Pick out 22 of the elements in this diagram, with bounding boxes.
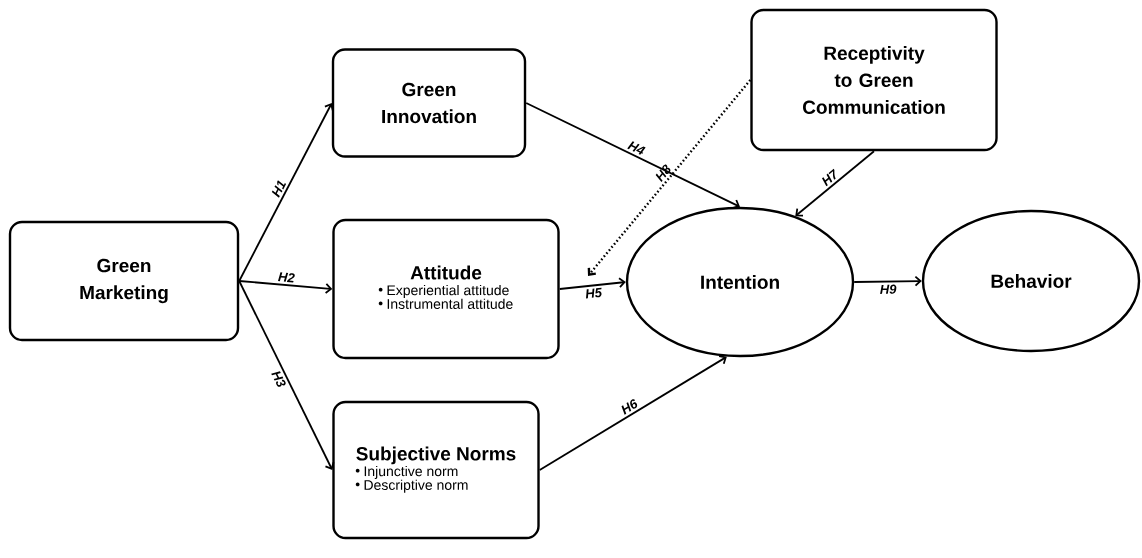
construct-box: Green Marketing xyxy=(8,220,240,342)
arrow xyxy=(238,280,335,470)
construct-box: Receptivity to Green Communication xyxy=(750,8,998,152)
edge-label: H6 xyxy=(621,399,638,415)
arrow xyxy=(238,103,334,282)
edge-label: H7 xyxy=(822,168,836,187)
arrow xyxy=(525,102,740,209)
arrow xyxy=(538,355,727,471)
arrow xyxy=(853,275,922,287)
arrow xyxy=(795,150,875,217)
edge-label: H2 xyxy=(278,272,295,283)
edge-label: H1 xyxy=(271,180,287,198)
construct-box: Green Innovation xyxy=(331,48,527,158)
arrow xyxy=(238,280,333,294)
arrow xyxy=(558,277,626,290)
construct-box: Subjective Norms Injunctive norm Descriptive norm xyxy=(332,400,540,540)
edge-label: H9 xyxy=(880,284,897,294)
construct-box: Attitude Experiential attitude Instrumental attitude xyxy=(332,218,560,360)
arrow xyxy=(587,79,752,276)
edge-label: H3 xyxy=(271,371,286,387)
edge-label: H4 xyxy=(627,141,646,155)
edge-label: H5 xyxy=(586,287,602,299)
